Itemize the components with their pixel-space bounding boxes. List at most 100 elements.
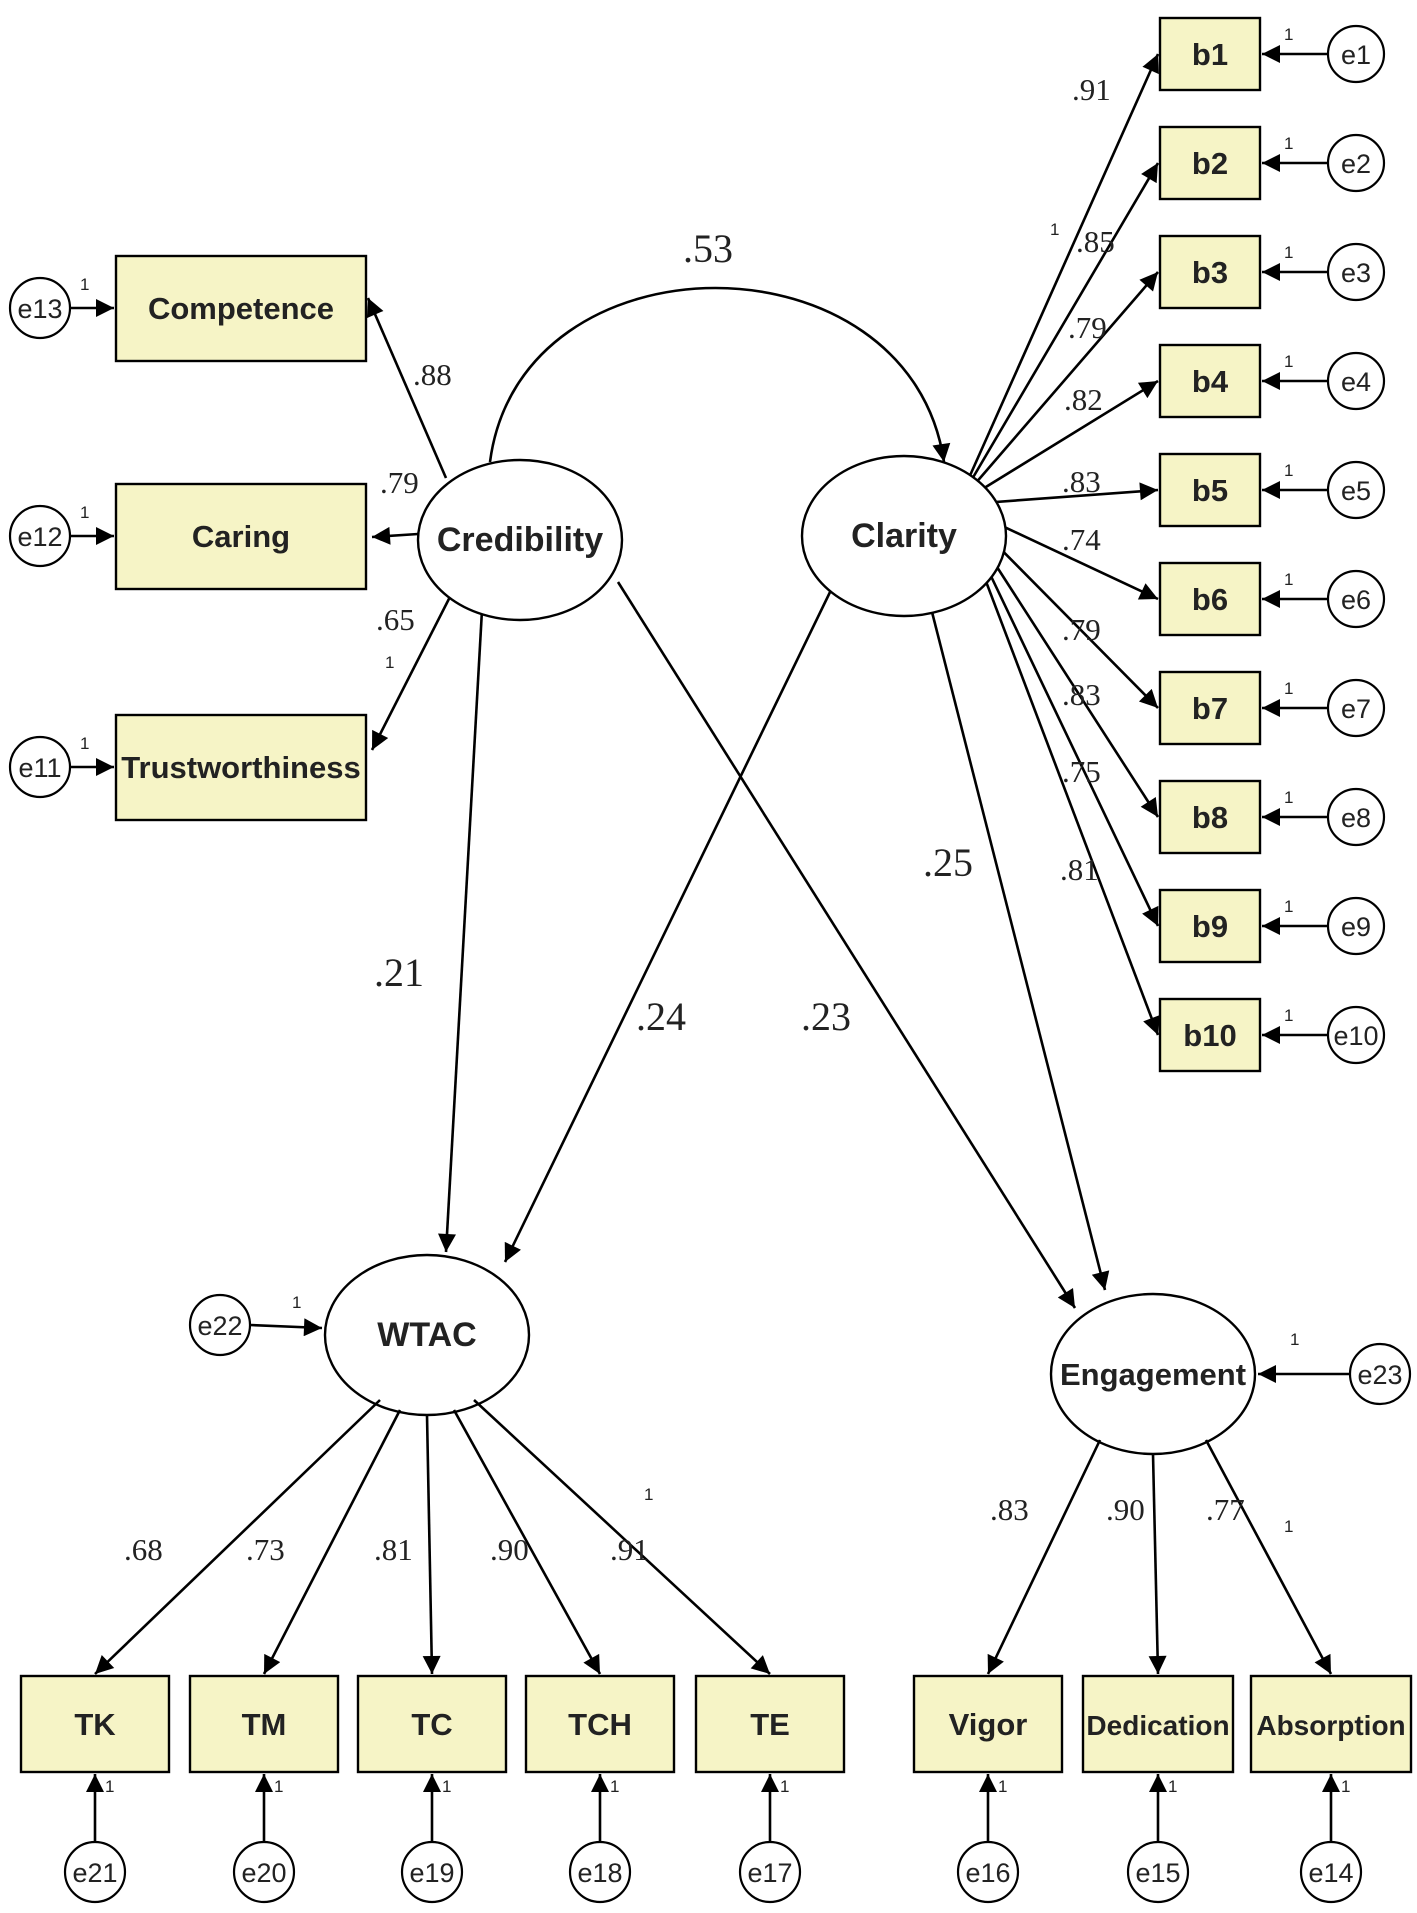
path-to-tch [452, 1409, 602, 1675]
path-clarity-b10 [966, 533, 1161, 1036]
error-e15-label: e15 [1135, 1858, 1180, 1888]
error-e20-label: e20 [241, 1858, 286, 1888]
indicator-tc-label: TC [411, 1707, 452, 1742]
indicator-b3 [1158, 234, 1262, 310]
error-e13-label: e13 [17, 294, 62, 324]
path-to-tm [262, 1409, 402, 1675]
fixed-loading-e7: 1 [1284, 679, 1293, 698]
error-e1-label: e1 [1341, 40, 1371, 70]
indicator-te-label: TE [750, 1707, 790, 1742]
error-e19-label: e19 [409, 1858, 454, 1888]
path-clarity-b3 [967, 271, 1159, 493]
indicator-tc [356, 1674, 508, 1774]
indicator-tm-label: TM [242, 1707, 287, 1742]
error-e15 [1126, 1840, 1190, 1904]
fixed-loading-e14: 1 [1341, 1777, 1350, 1796]
indicator-b9-label: b9 [1192, 909, 1228, 944]
fixed-loading-e20: 1 [274, 1777, 283, 1796]
error-e7-label: e7 [1341, 694, 1371, 724]
indicator-b2-label: b2 [1192, 146, 1228, 181]
indicator-b8-label: b8 [1192, 800, 1228, 835]
error-e22 [188, 1293, 252, 1357]
indicator-b5 [1158, 452, 1262, 528]
indicator-b1 [1158, 16, 1262, 92]
correlation-arc [478, 286, 951, 482]
error-e10 [1326, 1005, 1386, 1065]
coef-clarity-wtac: .24 [636, 994, 686, 1039]
path-credibility-trustworthiness [370, 586, 457, 751]
indicator-vigor [912, 1674, 1064, 1774]
fixed-loading-trustworthiness: 1 [385, 653, 394, 672]
indicator-tk-label: TK [74, 1707, 116, 1742]
coef-tk: .68 [124, 1532, 163, 1567]
error-e21-label: e21 [72, 1858, 117, 1888]
coef-te: .91 [610, 1532, 649, 1567]
indicator-dedication-label: Dedication [1086, 1710, 1229, 1741]
error-e23-label: e23 [1357, 1360, 1402, 1390]
latent-engagement-label: Engagement [1060, 1357, 1246, 1392]
indicator-tk [19, 1674, 171, 1774]
fixed-loading-b2: 1 [1050, 220, 1059, 239]
fixed-loading-e11: 1 [80, 734, 89, 753]
error-e17-label: e17 [747, 1858, 792, 1888]
indicator-te [694, 1674, 846, 1774]
error-e6-label: e6 [1341, 585, 1371, 615]
path-to-absorption [1204, 1439, 1333, 1675]
coef-clarity-b3: .79 [1068, 310, 1107, 345]
fixed-loading-e12: 1 [80, 503, 89, 522]
indicator-b6 [1158, 561, 1262, 637]
fixed-loading-e1: 1 [1284, 25, 1293, 44]
bottom-indicator-group: TKe211.68TMe201.73TCe191.81TCHe181.90TEe… [19, 1399, 1413, 1904]
error-e12-label: e12 [17, 522, 62, 552]
coef-credibility-trustworthiness: .65 [376, 602, 415, 637]
indicator-b8 [1158, 779, 1262, 855]
error-e23 [1348, 1342, 1412, 1406]
fixed-loading-e5: 1 [1284, 461, 1293, 480]
error-e11-label: e11 [18, 753, 61, 783]
indicator-trustworthiness [114, 713, 368, 822]
fixed-loading-e9: 1 [1284, 897, 1293, 916]
error-e19 [400, 1840, 464, 1904]
indicator-b5-label: b5 [1192, 473, 1228, 508]
indicator-caring [114, 482, 368, 591]
error-e16 [956, 1840, 1020, 1904]
latent-credibility-label: Credibility [437, 521, 603, 559]
coef-clarity-b6: .74 [1062, 522, 1101, 557]
error-e5-label: e5 [1341, 476, 1371, 506]
indicator-caring-label: Caring [192, 519, 290, 554]
fixed-loading-e18: 1 [610, 1777, 619, 1796]
indicator-competence [114, 254, 368, 363]
indicator-b1-label: b1 [1192, 37, 1228, 72]
error-e1 [1326, 24, 1386, 84]
error-e6 [1326, 569, 1386, 629]
path-credibility-wtac [438, 609, 484, 1253]
error-e7 [1326, 678, 1386, 738]
latent-clarity [800, 454, 1008, 618]
error-e2-label: e2 [1341, 149, 1371, 179]
error-e21 [63, 1840, 127, 1904]
indicator-absorption-label: Absorption [1256, 1710, 1405, 1741]
error-e2 [1326, 133, 1386, 193]
coef-absorption: .77 [1206, 1492, 1245, 1527]
error-e13 [8, 276, 72, 340]
fixed-loading-te: 1 [644, 1485, 653, 1504]
coef-tc: .81 [374, 1532, 413, 1567]
coef-credibility-competence: .88 [413, 357, 452, 392]
error-e14 [1299, 1840, 1363, 1904]
fixed-loading-e15: 1 [1168, 1777, 1177, 1796]
coef-tch: .90 [490, 1532, 529, 1567]
error-e11 [8, 735, 72, 799]
latent-credibility [416, 458, 624, 622]
fixed-loading-e21: 1 [105, 1777, 114, 1796]
error-e12 [8, 504, 72, 568]
fixed-loading-e8: 1 [1284, 788, 1293, 807]
path-clarity-engagement [930, 611, 1110, 1291]
fixed-loading-e2: 1 [1284, 134, 1293, 153]
fixed-loading-e13: 1 [80, 275, 89, 294]
error-e8-label: e8 [1341, 803, 1371, 833]
error-e9-label: e9 [1341, 912, 1371, 942]
error-arrow-wtac [249, 1318, 323, 1337]
indicator-dedication [1081, 1674, 1235, 1774]
error-e8 [1326, 787, 1386, 847]
indicator-trustworthiness-label: Trustworthiness [121, 750, 360, 785]
